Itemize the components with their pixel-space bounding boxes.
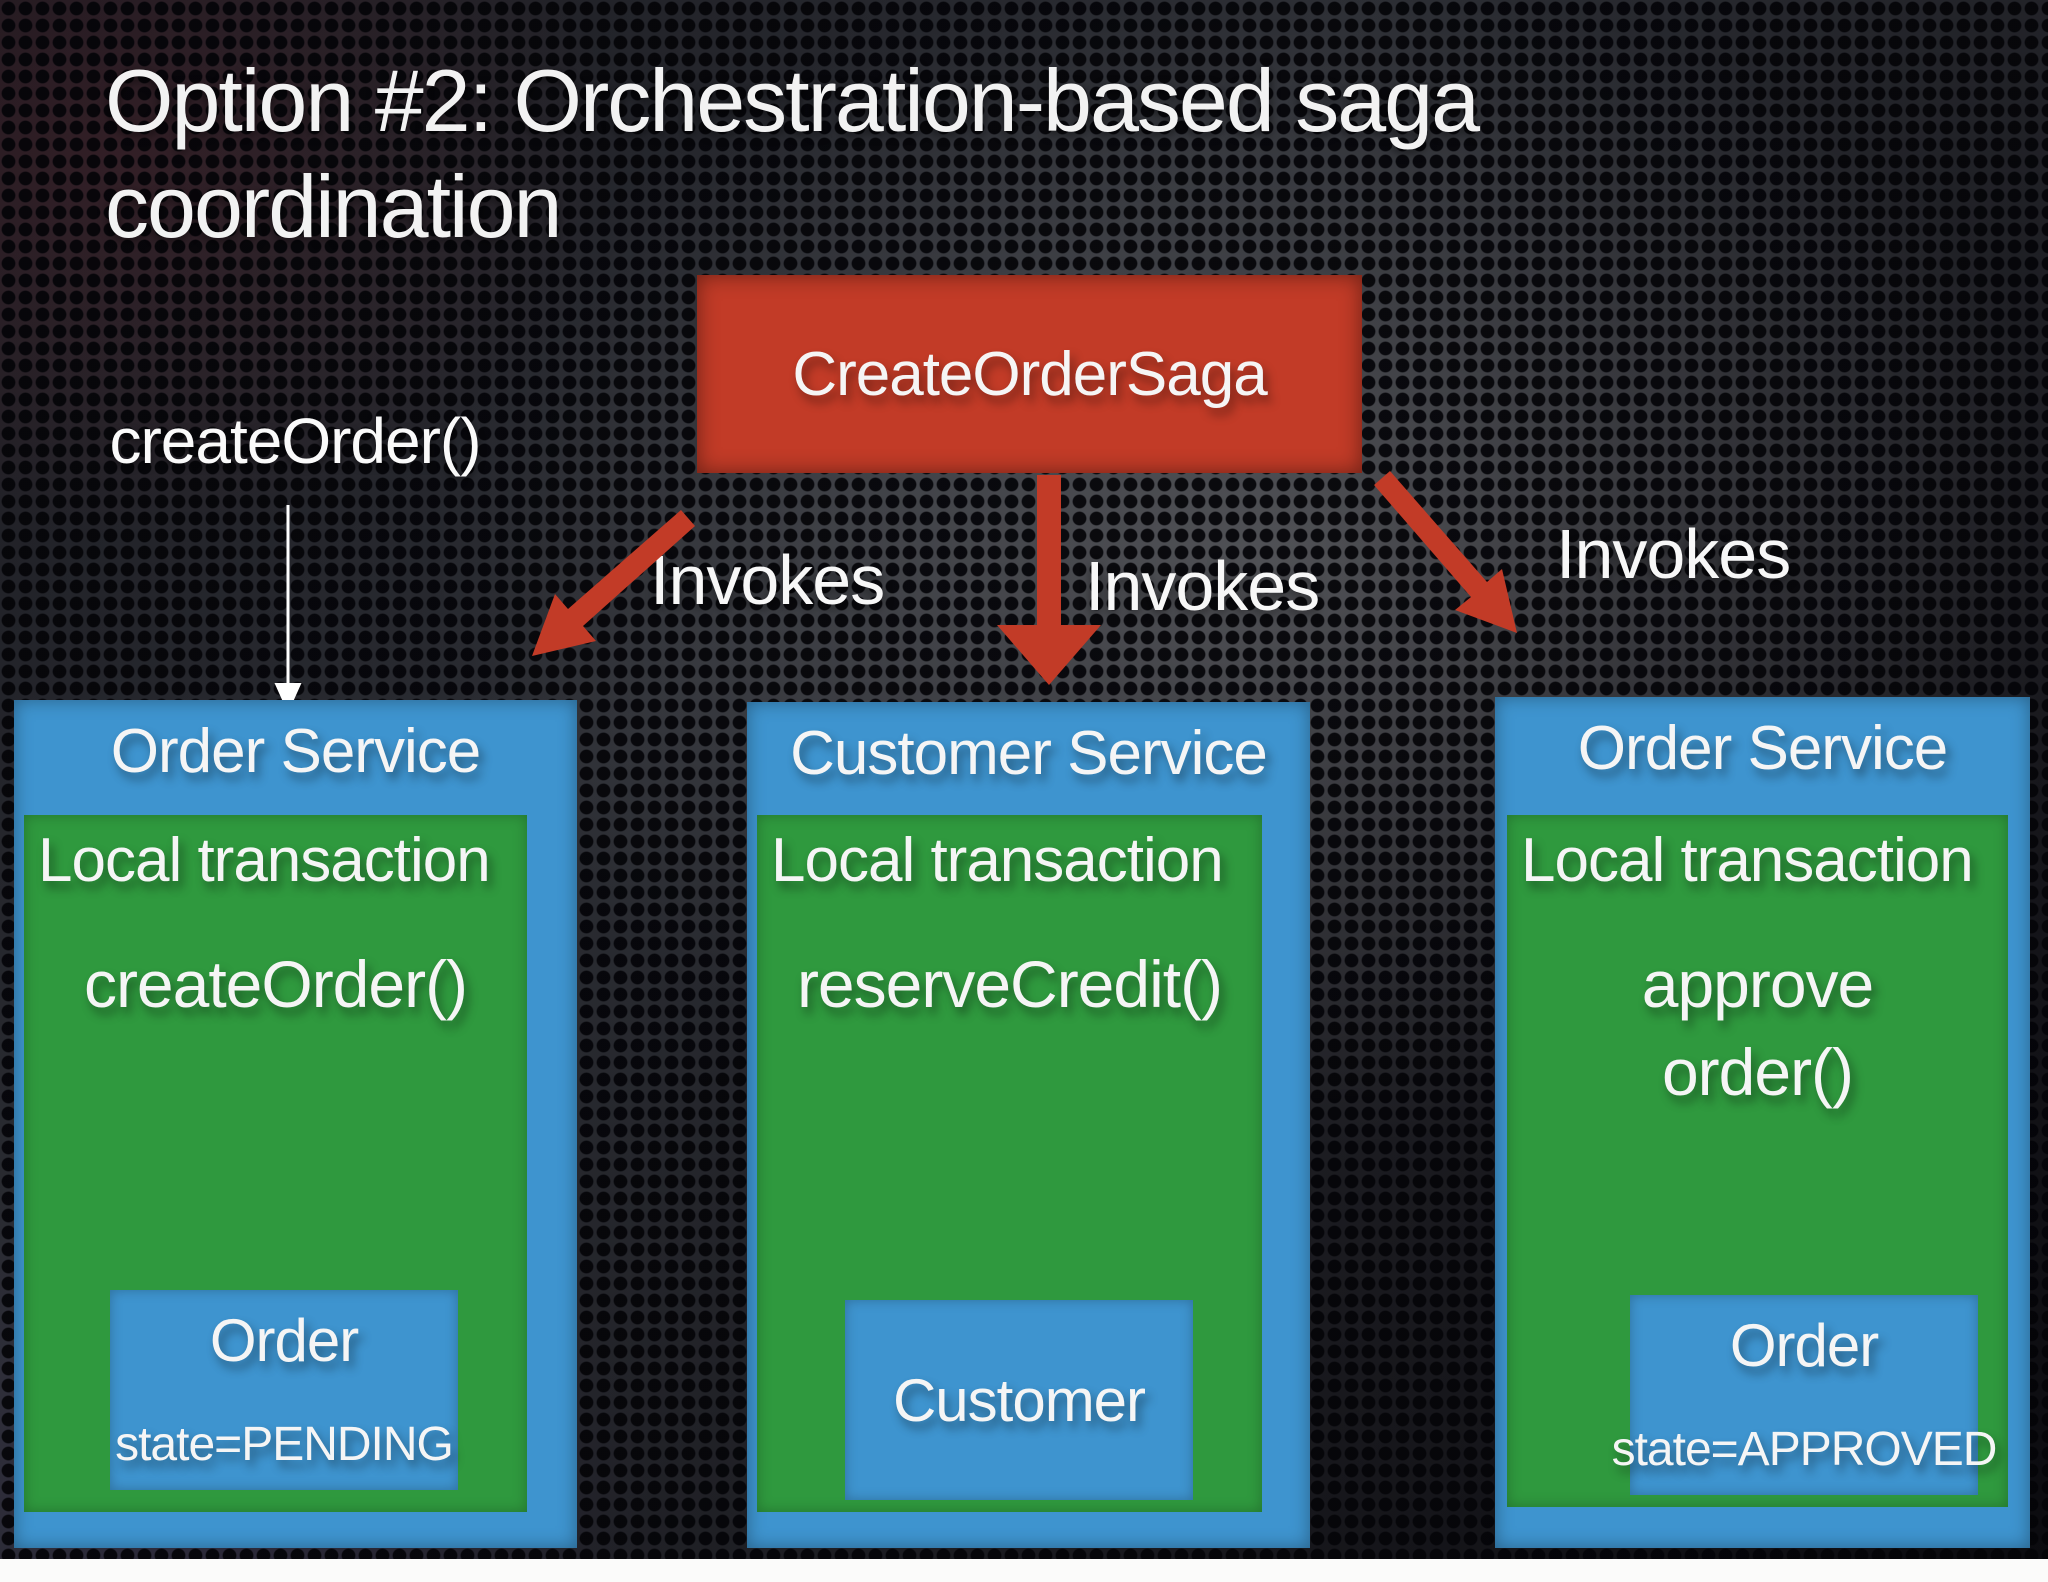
create-order-saga-label: CreateOrderSaga <box>792 339 1267 409</box>
bottom-white-strip <box>0 1559 2048 1582</box>
local-transaction-label: Local transaction <box>771 826 1224 895</box>
invokes-label-left: Invokes <box>650 541 885 619</box>
slide-title-line2: coordination <box>105 157 562 256</box>
create-order-saga-box: CreateOrderSaga <box>697 275 1362 473</box>
service-title: Customer Service <box>790 719 1268 788</box>
customer-entity-box: Customer <box>845 1300 1193 1500</box>
method-label: createOrder() <box>24 940 527 1028</box>
entity-state: state=APPROVED <box>1611 1423 1998 1476</box>
entity-name: Order <box>1729 1312 1879 1379</box>
order-service-box-right: Order Service Local transaction approve … <box>1495 697 2030 1548</box>
invokes-label-right: Invokes <box>1556 515 1791 593</box>
method-label: reserveCredit() <box>757 940 1262 1028</box>
order-entity-box: Order state=PENDING <box>110 1290 458 1490</box>
create-order-caller-label: createOrder() <box>109 405 481 477</box>
entity-name: Order <box>209 1307 359 1374</box>
local-transaction-label: Local transaction <box>38 826 491 895</box>
local-transaction-box: Local transaction createOrder() Order st… <box>24 815 527 1512</box>
local-transaction-box: Local transaction approve order() Order … <box>1507 815 2008 1507</box>
local-transaction-label: Local transaction <box>1521 826 1974 895</box>
service-title: Order Service <box>1577 714 1948 783</box>
method-line1: approve <box>1641 947 1875 1021</box>
service-title: Order Service <box>110 717 481 786</box>
customer-service-box: Customer Service Local transaction reser… <box>747 702 1310 1548</box>
invokes-label-middle: Invokes <box>1085 547 1320 625</box>
slide-title-line1: Option #2: Orchestration-based saga <box>105 51 1480 150</box>
method-line2: order() <box>1661 1035 1854 1109</box>
method-line1: reserveCredit() <box>796 947 1223 1021</box>
entity-name: Customer <box>892 1366 1146 1434</box>
method-line1: createOrder() <box>83 947 468 1021</box>
order-entity-box: Order state=APPROVED <box>1612 1295 1997 1495</box>
local-transaction-box: Local transaction reserveCredit() Custom… <box>757 815 1262 1512</box>
entity-state: state=PENDING <box>115 1418 454 1471</box>
method-label: approve order() <box>1507 940 2008 1116</box>
order-service-box-left: Order Service Local transaction createOr… <box>14 700 577 1548</box>
slide-title: Option #2: Orchestration-based saga coor… <box>105 48 1505 260</box>
